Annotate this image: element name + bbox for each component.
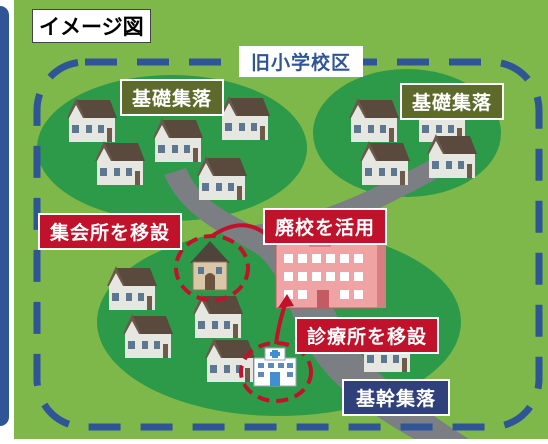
- meeting-hall-icon: [190, 241, 230, 291]
- district-label: 旧小学校区: [239, 46, 364, 77]
- page-title: イメージ図: [32, 9, 151, 43]
- house-icon: [153, 118, 203, 162]
- house-icon: [67, 98, 117, 142]
- hospital-icon: [253, 347, 297, 387]
- house-icon: [205, 338, 255, 382]
- clinic-label: 診療所を移設: [295, 317, 440, 354]
- left-accent-strip: [0, 0, 14, 439]
- left-accent-line: [0, 6, 9, 426]
- core-settlement-label: 基幹集落: [342, 379, 451, 416]
- house-icon: [123, 314, 173, 358]
- arrow-head: [278, 294, 294, 308]
- meeting-hall-label: 集会所を移設: [38, 213, 183, 250]
- clinic-circle: [239, 341, 313, 403]
- settlement-diagram: イメージ図 旧小学校区 基礎集落 基礎集落 集会所を移設 廃校を活用 診療所を移…: [14, 0, 548, 439]
- settlement-label-right: 基礎集落: [400, 83, 505, 120]
- settlement-label-left: 基礎集落: [120, 79, 225, 116]
- house-icon: [427, 134, 477, 178]
- house-icon: [197, 156, 247, 200]
- house-icon: [95, 141, 145, 185]
- school-reuse-label: 廃校を活用: [263, 208, 388, 245]
- house-icon: [107, 266, 157, 310]
- house-icon: [220, 96, 270, 140]
- house-icon: [360, 141, 410, 185]
- house-icon: [349, 98, 399, 142]
